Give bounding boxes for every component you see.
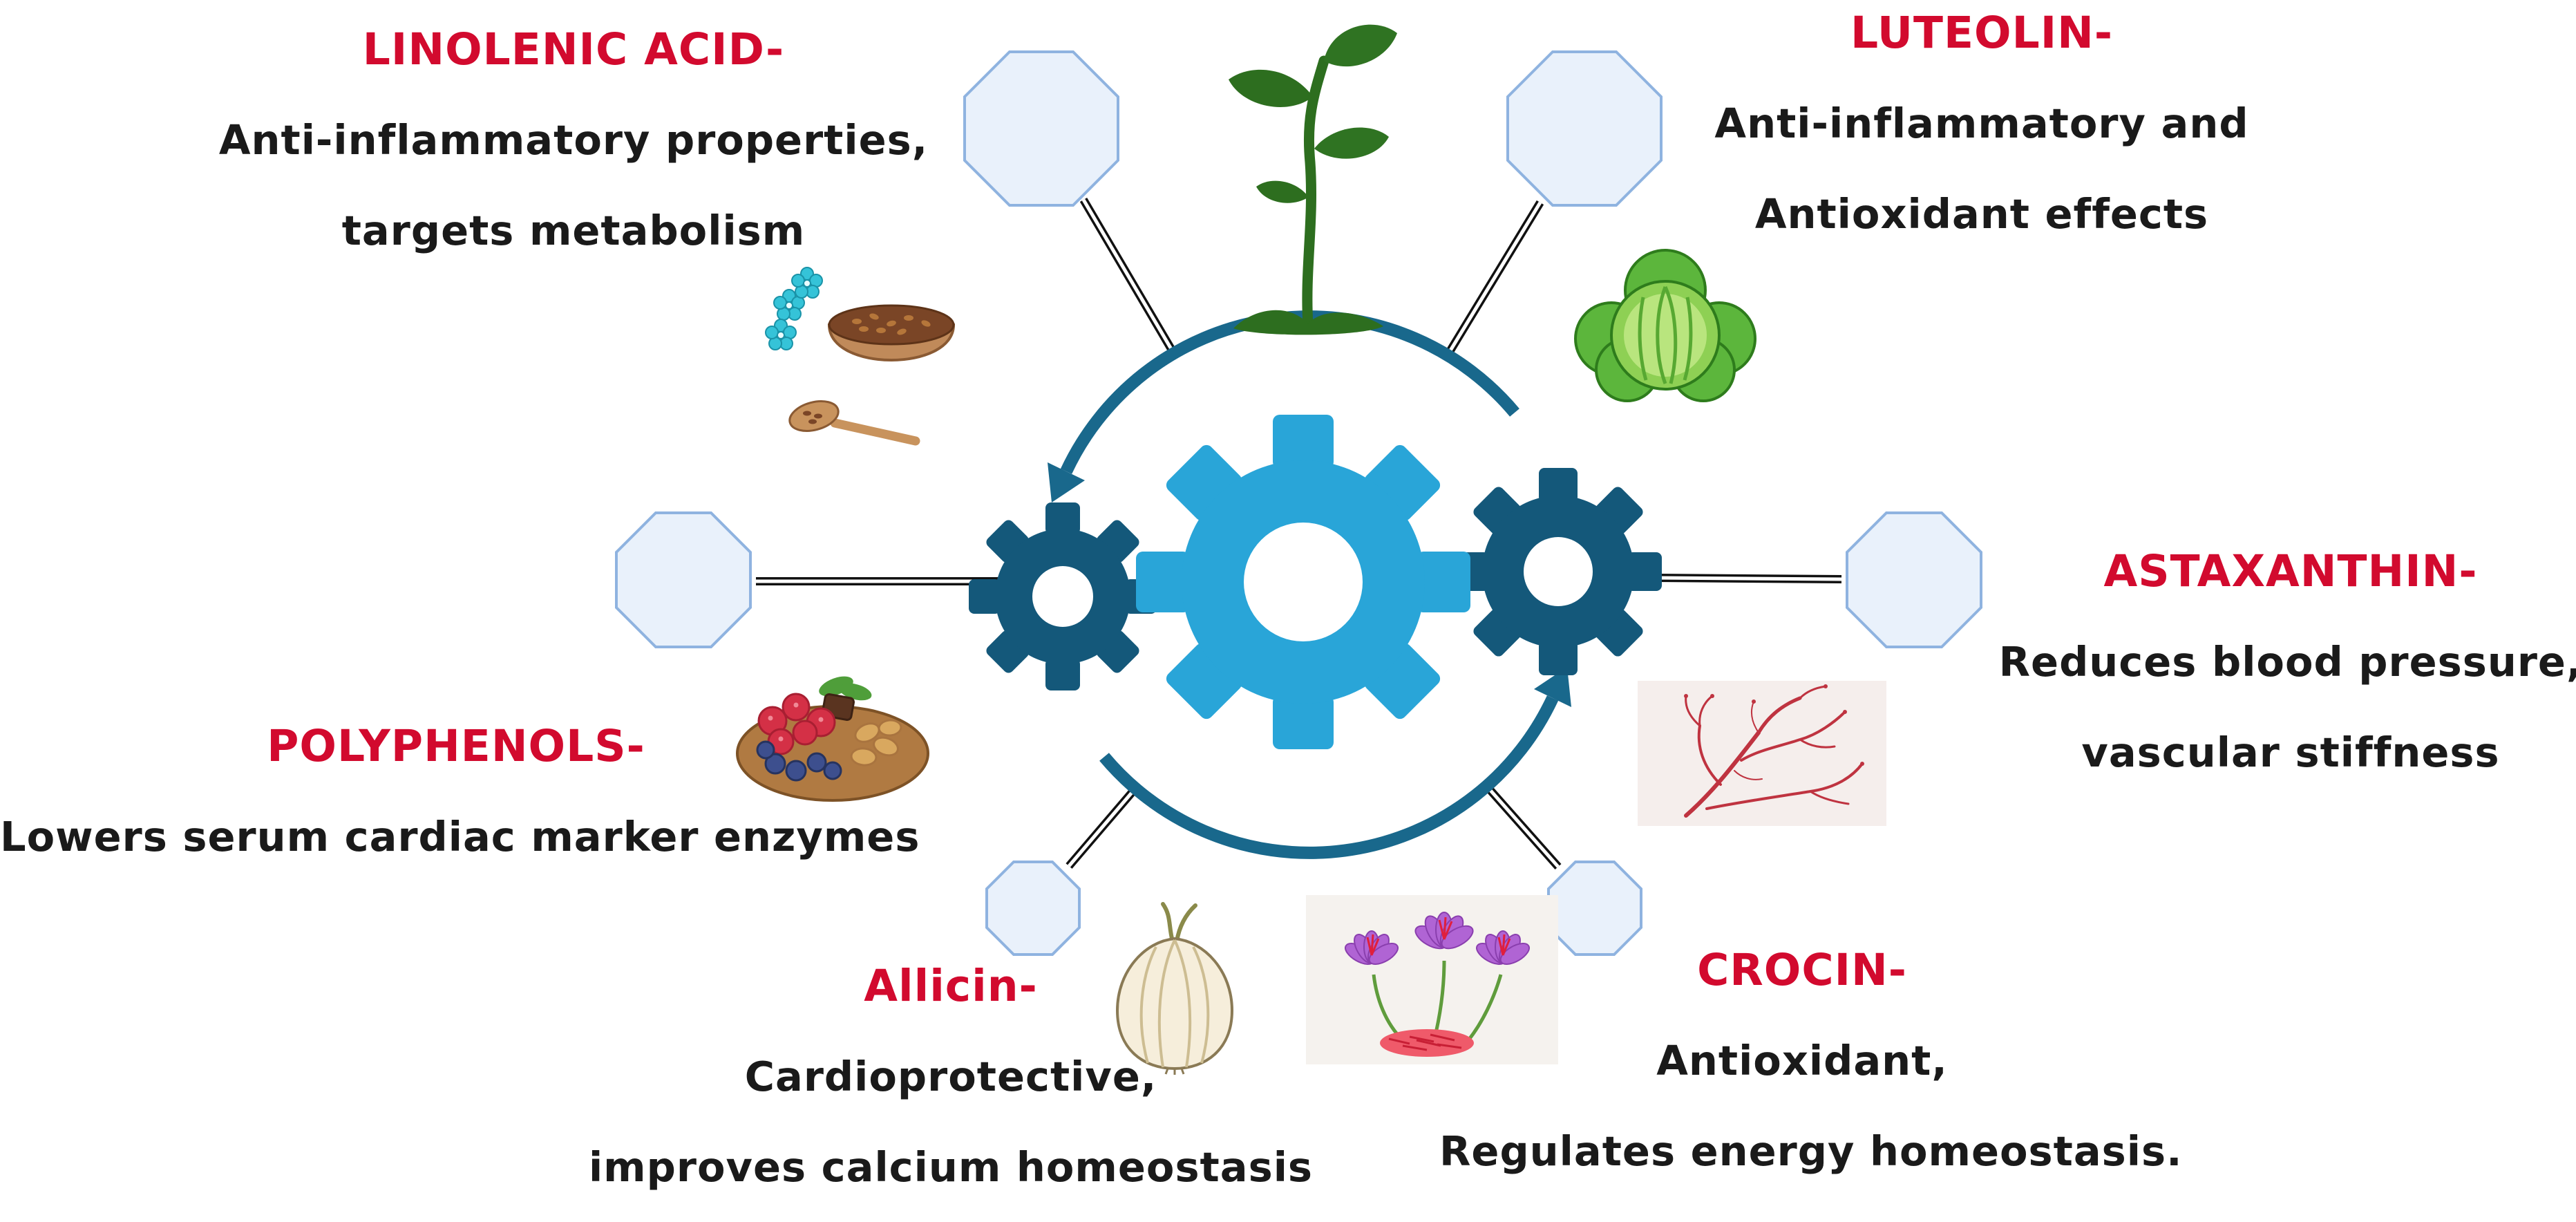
node-title: POLYPHENOLS- xyxy=(267,721,645,771)
saffron-illustration xyxy=(1306,895,1558,1064)
gear-icon xyxy=(969,502,1157,690)
arrowhead-left xyxy=(1048,462,1085,502)
garlic-illustration xyxy=(1115,902,1234,1075)
plant-sprout-illustration xyxy=(1229,24,1397,335)
node-title: LINOLENIC ACID- xyxy=(362,24,785,75)
gear-icon xyxy=(1136,415,1470,749)
flaxseed-bowl-illustration xyxy=(765,267,956,446)
connector-right xyxy=(1651,574,1842,583)
nuts xyxy=(850,719,902,767)
red-algae-illustration xyxy=(1638,681,1886,826)
spoon-seeds xyxy=(803,411,822,424)
cabbage-veins xyxy=(1638,285,1693,384)
node-line: Antioxidant effects xyxy=(1754,190,2209,238)
node-astaxanthin: ASTAXANTHIN- Reduces blood pressure, vas… xyxy=(1990,549,2576,822)
node-title: CROCIN- xyxy=(1697,945,1907,995)
algae-tips xyxy=(1684,684,1864,766)
node-line: Cardioprotective, xyxy=(744,1053,1157,1100)
connector-top-left xyxy=(1079,197,1177,355)
octagon-nodes xyxy=(615,50,1982,956)
raspberries xyxy=(757,693,836,755)
node-line: Regulates energy homeostasis. xyxy=(1439,1127,2183,1175)
node-line: Reduces blood pressure, xyxy=(1998,638,2576,686)
node-line: improves calcium homeostasis xyxy=(588,1143,1314,1191)
garlic-ridges xyxy=(1139,939,1210,1068)
node-linolenic-acid: LINOLENIC ACID- Anti-inflammatory proper… xyxy=(159,28,988,301)
garlic-roots xyxy=(1164,1068,1185,1075)
connector-bottom-right xyxy=(1484,784,1562,870)
gear-icon xyxy=(1455,468,1662,675)
octagon-bottom-left xyxy=(985,861,1081,956)
node-line: Lowers serum cardiac marker enzymes xyxy=(0,813,920,861)
node-line: vascular stiffness xyxy=(2081,728,2500,776)
saffron-threads xyxy=(1380,1029,1474,1057)
octagon-top-left xyxy=(963,50,1119,207)
arrowhead-right xyxy=(1534,667,1571,707)
flax-seeds xyxy=(852,313,931,335)
blueberries xyxy=(756,740,842,782)
octagon-bottom-right xyxy=(1547,861,1642,956)
algae-branches xyxy=(1684,685,1864,818)
octagon-top-right xyxy=(1506,50,1663,207)
node-line: Antioxidant, xyxy=(1656,1037,1948,1084)
raspberry-dots xyxy=(768,702,824,742)
octagon-left xyxy=(615,511,752,648)
node-polyphenols: POLYPHENOLS- Lowers serum cardiac marker… xyxy=(0,721,920,907)
node-luteolin: LUTEOLIN- Anti-inflammatory and Antioxid… xyxy=(1602,11,2362,284)
node-title: Allicin- xyxy=(864,961,1038,1011)
node-crocin: CROCIN- Antioxidant, Regulates energy ho… xyxy=(1439,945,2183,1221)
node-title: ASTAXANTHIN- xyxy=(2103,546,2478,596)
node-allicin: Allicin- Cardioprotective, improves calc… xyxy=(571,964,1331,1222)
cabbage-illustration xyxy=(1574,249,1756,402)
flax-flowers xyxy=(765,267,823,350)
connector-top-right xyxy=(1444,200,1544,357)
saffron-flowers xyxy=(1345,912,1530,965)
node-line: Anti-inflammatory and xyxy=(1714,100,2249,147)
node-line: targets metabolism xyxy=(341,207,806,254)
berries-nuts-illustration xyxy=(736,676,929,802)
octagon-right xyxy=(1846,511,1982,648)
node-title: LUTEOLIN- xyxy=(1850,8,2114,58)
spoon-handle xyxy=(830,418,920,446)
node-line: Anti-inflammatory properties, xyxy=(218,116,929,164)
connector-lines xyxy=(756,197,1842,870)
connector-bottom-left xyxy=(1066,787,1138,869)
